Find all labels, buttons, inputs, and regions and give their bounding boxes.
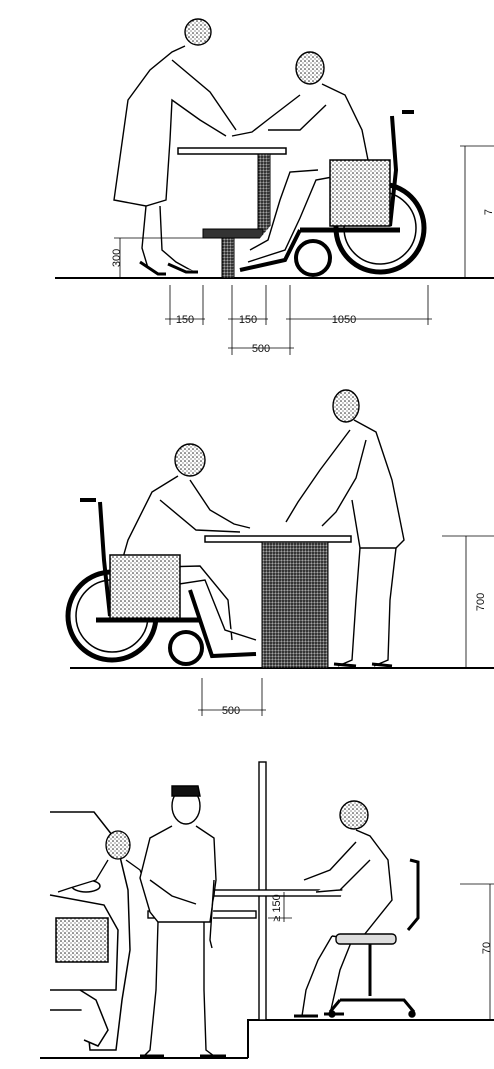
panel-3: ≥ 150 70 bbox=[40, 761, 494, 1059]
office-chair bbox=[328, 858, 420, 1018]
dim-knee-clearance-1: 500 bbox=[252, 343, 270, 355]
standing-man-figure bbox=[285, 389, 405, 668]
footstep-post bbox=[221, 237, 235, 279]
wheelchair-1-caster bbox=[294, 239, 332, 277]
dim-mid-offset: 150 bbox=[239, 314, 257, 326]
panel-2: 500 700 bbox=[65, 389, 494, 717]
seated-clerk-figure bbox=[294, 800, 393, 1018]
dim-counter-height-1: 7 bbox=[483, 209, 494, 215]
dimension-lines-1 bbox=[114, 145, 494, 355]
dimension-lines-2 bbox=[198, 535, 494, 716]
dim-knee-clearance-2: 500 bbox=[222, 705, 240, 717]
dim-desk-height: 700 bbox=[475, 593, 487, 611]
counter-top bbox=[177, 147, 287, 155]
desk-top bbox=[204, 535, 352, 543]
counter-pedestal bbox=[257, 153, 271, 233]
desk-pedestal bbox=[261, 541, 329, 669]
wheelchair-2 bbox=[65, 498, 257, 666]
dim-counter-height-3: 70 bbox=[481, 942, 493, 954]
dim-sill-gap: ≥ 150 bbox=[271, 894, 283, 921]
raised-floor bbox=[247, 1019, 494, 1058]
wheelchair-1 bbox=[239, 110, 427, 277]
dim-step-height: 300 bbox=[111, 249, 123, 267]
wheelchair-2-caster bbox=[168, 630, 204, 666]
attendant-figure bbox=[139, 785, 226, 1058]
dim-wheelchair-length: 1050 bbox=[332, 314, 356, 326]
panel-1: 300 150 150 1050 500 7 bbox=[55, 18, 494, 355]
dimension-lines-3 bbox=[268, 883, 494, 1020]
footstep-top bbox=[202, 228, 264, 239]
car-figure bbox=[49, 811, 131, 1051]
dim-left-offset: 150 bbox=[176, 314, 194, 326]
standing-woman-figure bbox=[113, 18, 237, 276]
